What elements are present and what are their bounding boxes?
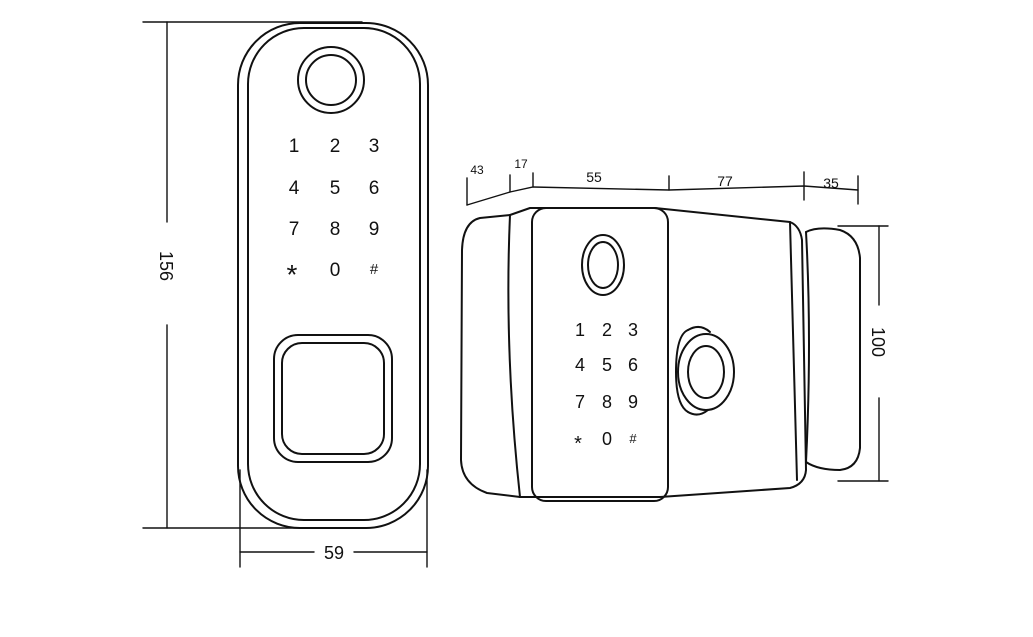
side-knob-inner (687, 345, 725, 399)
front-key: 5 (330, 178, 341, 199)
side-top-dim-label: 43 (470, 163, 484, 177)
front-key: 3 (369, 136, 380, 157)
side-left-housing (460, 214, 521, 498)
side-knob-shaft-bottom (687, 409, 709, 416)
side-top-dim-label: 35 (823, 175, 839, 191)
front-handle-outer (273, 334, 393, 463)
side-key: 3 (628, 320, 638, 340)
side-key: * (574, 433, 582, 455)
side-body-edge (789, 221, 798, 481)
dim-top-chain (466, 185, 859, 206)
front-key: 8 (330, 219, 341, 240)
front-width-label: 59 (324, 543, 344, 563)
side-height-label: 100 (868, 327, 888, 357)
side-key: # (629, 431, 637, 446)
front-key: 1 (289, 136, 300, 157)
side-key: 0 (602, 429, 612, 449)
front-key: 2 (330, 136, 341, 157)
side-key: 9 (628, 392, 638, 412)
front-handle-inner (281, 342, 385, 455)
side-top-dim-label: 17 (514, 157, 528, 171)
front-key: # (370, 261, 379, 278)
side-right-keeper (805, 227, 861, 471)
side-knob-shaft (675, 329, 689, 413)
side-key: 5 (602, 355, 612, 375)
side-fingerprint-inner (587, 241, 619, 289)
side-main-body (509, 207, 807, 498)
front-key: 4 (289, 178, 300, 199)
side-top-dim-label: 77 (717, 173, 733, 189)
side-keypad: 1 2 3 4 5 6 7 8 9 * 0 # (574, 320, 638, 455)
front-body-outer (237, 22, 429, 529)
front-height-label: 156 (156, 251, 176, 281)
front-keypad: 1 2 3 4 5 6 7 8 9 * 0 # (287, 136, 380, 290)
side-knob-shaft-top (687, 326, 711, 333)
side-fingerprint-outer (581, 234, 625, 296)
side-faceplate (531, 207, 669, 502)
front-key: 9 (369, 219, 380, 240)
side-left-housing-edge (507, 214, 521, 498)
front-body-inner (247, 27, 421, 521)
fingerprint-sensor-outer (297, 46, 365, 114)
side-knob-outer (677, 333, 735, 411)
fingerprint-sensor-inner (305, 54, 357, 106)
front-key: 0 (330, 260, 341, 281)
side-key: 2 (602, 320, 612, 340)
front-key: 7 (289, 219, 300, 240)
side-view: 43 17 55 77 35 100 1 2 3 4 5 6 7 8 (460, 157, 889, 502)
side-key: 4 (575, 355, 585, 375)
front-view: 156 59 1 2 3 4 5 6 7 8 9 * 0 # (142, 21, 429, 568)
side-right-keeper-edge (805, 231, 810, 463)
side-key: 1 (575, 320, 585, 340)
side-top-dim-label: 55 (586, 169, 602, 185)
front-key: * (287, 259, 298, 290)
side-key: 6 (628, 355, 638, 375)
side-key: 8 (602, 392, 612, 412)
side-key: 7 (575, 392, 585, 412)
front-key: 6 (369, 178, 380, 199)
